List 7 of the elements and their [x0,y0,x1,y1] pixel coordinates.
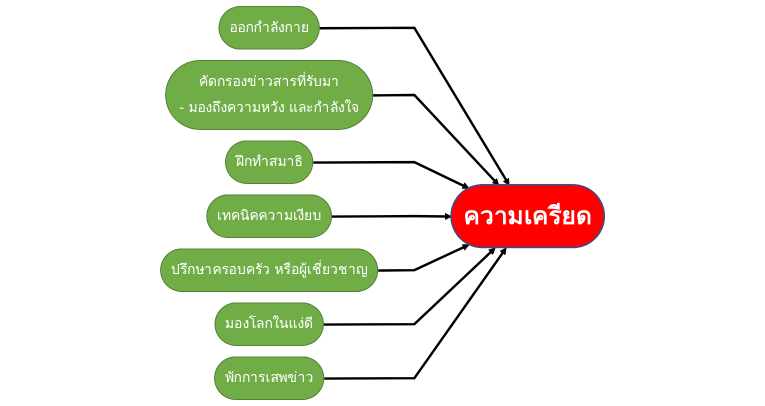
arrow [373,94,500,186]
arrow [324,248,506,380]
arrow [332,212,452,220]
arrow [313,160,470,189]
arrow [378,244,470,272]
arrow [324,248,496,326]
arrow [320,26,510,186]
